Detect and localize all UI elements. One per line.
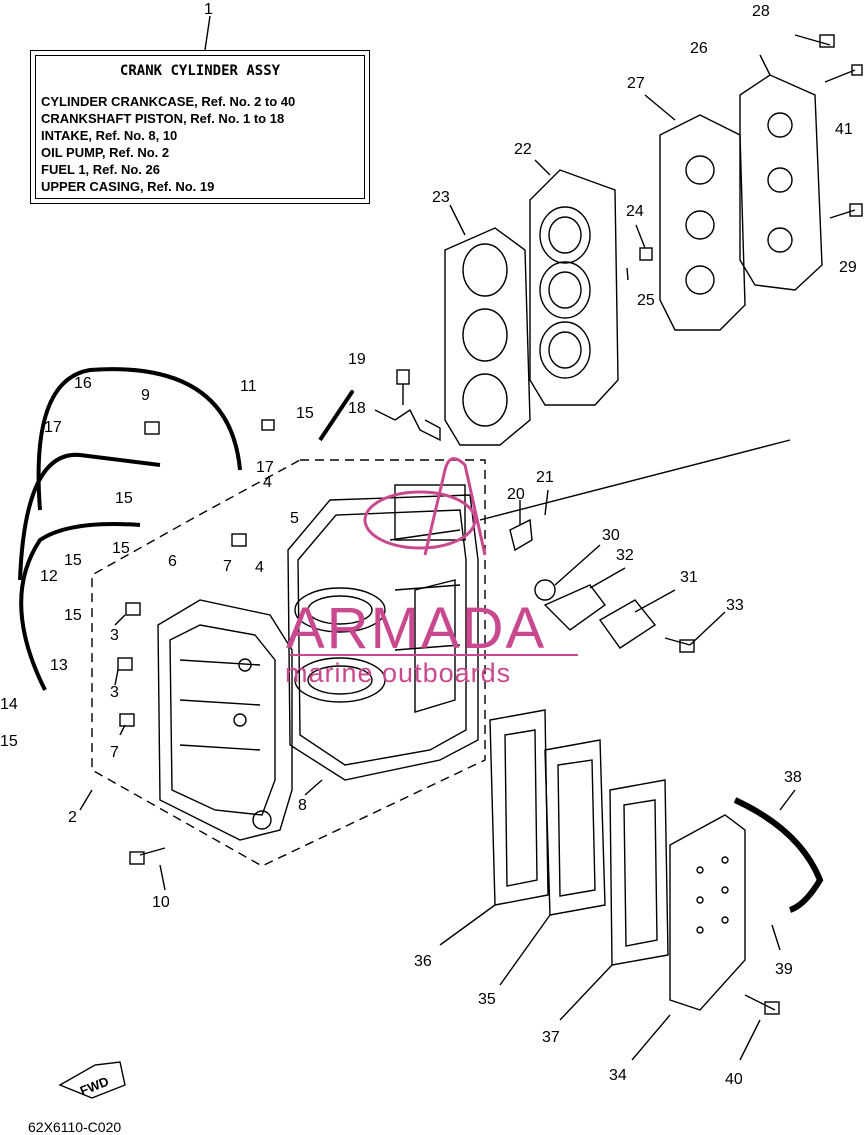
- hose-part: [318, 390, 354, 442]
- callout-number: 11: [240, 378, 257, 395]
- callout-number: 7: [223, 558, 232, 575]
- callout-number: 22: [514, 141, 532, 158]
- leader-line: [204, 15, 211, 51]
- callout-number: 15: [64, 607, 82, 624]
- callout-number: 15: [115, 490, 133, 507]
- cover-gasket-part: [659, 114, 746, 331]
- callout-number: 12: [40, 568, 58, 585]
- callout-number: 21: [536, 469, 554, 486]
- reference-title: CRANK CYLINDER ASSY: [119, 63, 281, 79]
- hose-part: [733, 797, 824, 913]
- watermark-name: ARMADA: [286, 596, 546, 661]
- callout-number: 3: [110, 627, 119, 644]
- reference-line: OIL PUMP, Ref. No. 2: [41, 145, 170, 160]
- thermostat-part: [534, 579, 556, 601]
- reference-line: CRANKSHAFT PISTON, Ref. No. 1 to 18: [41, 111, 285, 126]
- thermostat-cover-part: [598, 599, 657, 649]
- clip-part: [509, 518, 533, 552]
- callout-number: 2: [68, 809, 77, 826]
- callout-number: 30: [602, 527, 620, 544]
- callout-number: 16: [74, 375, 92, 392]
- callout-labels: 1 2 3 3 4 4 5 6 7 7 8 9 10 11 12 13 14 1…: [0, 1, 857, 1088]
- callout-number: 37: [542, 1029, 560, 1046]
- callout-number: 9: [141, 387, 150, 404]
- callout-number: 17: [256, 459, 274, 476]
- callout-number: 41: [835, 121, 853, 138]
- reference-box: CRANK CYLINDER ASSY CYLINDER CRANKCASE, …: [30, 50, 370, 204]
- exhaust-cover-part: [669, 814, 746, 1011]
- thermostat-gasket-part: [543, 584, 606, 631]
- callout-number: 4: [263, 474, 272, 491]
- crankcase-part: [157, 599, 293, 841]
- reference-box-frame: [35, 55, 365, 199]
- reference-line: UPPER CASING, Ref. No. 19: [41, 179, 215, 194]
- callout-number: 3: [110, 684, 119, 701]
- hose-part: [19, 522, 141, 691]
- bracket-part: [394, 408, 441, 442]
- callout-number: 18: [348, 400, 366, 417]
- forward-arrow-icon: [58, 1061, 126, 1099]
- head-gasket-part: [444, 227, 531, 446]
- hose-part: [36, 367, 242, 511]
- callout-number: 13: [50, 657, 68, 674]
- callout-number: 33: [726, 597, 744, 614]
- callout-number: 32: [616, 547, 634, 564]
- callout-number: 1: [204, 1, 213, 18]
- exhaust-gasket-part: [489, 709, 549, 906]
- callout-number: 29: [839, 259, 857, 276]
- callout-number: 15: [296, 405, 314, 422]
- callout-number: 15: [64, 552, 82, 569]
- callout-number: 26: [690, 40, 708, 57]
- callout-number: 24: [626, 203, 644, 220]
- callout-number: 34: [609, 1067, 627, 1084]
- callout-number: 40: [725, 1071, 743, 1088]
- drawing-code: 62X6110-C020: [28, 1119, 122, 1135]
- callout-number: 28: [752, 3, 770, 20]
- bolt-part: [117, 34, 863, 1015]
- callout-number: 7: [110, 744, 119, 761]
- reference-line: FUEL 1, Ref. No. 26: [41, 162, 160, 177]
- callout-number: 10: [152, 894, 170, 911]
- callout-number: 38: [784, 769, 802, 786]
- callout-number: 39: [775, 961, 793, 978]
- callout-number: 14: [0, 696, 18, 713]
- callout-number: 4: [255, 559, 264, 576]
- cylinder-head-part: [529, 169, 619, 406]
- hose-part: [18, 452, 161, 581]
- callout-number: 15: [0, 733, 18, 750]
- watermark-tagline: marine outboards: [285, 658, 511, 688]
- watermark-logo: ARMADA marine outboards: [285, 457, 578, 688]
- callout-number: 17: [44, 419, 62, 436]
- callout-number: 8: [298, 797, 307, 814]
- callout-number: 5: [290, 510, 299, 527]
- assembly-outline: [91, 459, 486, 867]
- exhaust-inner-cover-part: [544, 739, 606, 916]
- callout-number: 36: [414, 953, 432, 970]
- callout-number: 35: [478, 991, 496, 1008]
- callout-number: 20: [507, 486, 525, 503]
- exhaust-outer-gasket-part: [609, 779, 669, 966]
- callout-number: 23: [432, 189, 450, 206]
- callout-number: 25: [637, 292, 655, 309]
- forward-label: FWD: [78, 1074, 111, 1099]
- reference-line: CYLINDER CRANKCASE, Ref. No. 2 to 40: [41, 94, 296, 109]
- callout-number: 19: [348, 351, 366, 368]
- callout-number: 31: [680, 569, 698, 586]
- reference-line: INTAKE, Ref. No. 8, 10: [41, 128, 178, 143]
- leader-lines: [79, 54, 796, 1061]
- head-cover-part: [739, 74, 823, 291]
- callout-number: 6: [168, 553, 177, 570]
- callout-number: 15: [112, 540, 130, 557]
- callout-number: 27: [627, 75, 645, 92]
